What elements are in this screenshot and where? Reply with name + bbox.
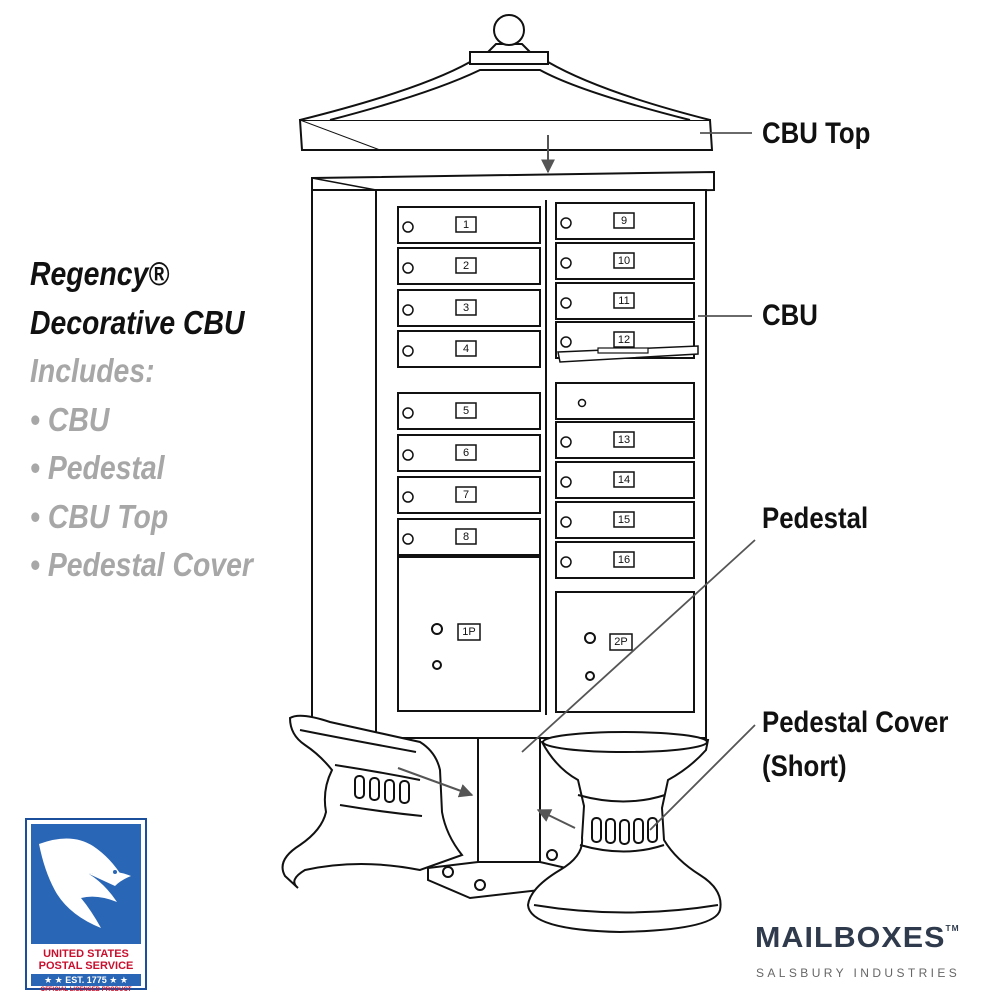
mailbox-door: 16 xyxy=(555,541,695,579)
includes-item: CBU Top xyxy=(30,493,253,542)
callout-pedestal-cover-line1: Pedestal Cover xyxy=(762,706,949,739)
includes-heading: Includes: xyxy=(30,352,155,389)
outgoing-mail-door xyxy=(555,382,695,420)
mailbox-door: 8 xyxy=(397,518,541,556)
door-number: 13 xyxy=(618,434,630,446)
assembly-arrow xyxy=(397,767,474,798)
door-number: 1 xyxy=(463,219,469,231)
callout-pedestal: Pedestal xyxy=(762,502,869,535)
door-number: 11 xyxy=(618,295,629,307)
door-number: 7 xyxy=(463,489,469,501)
usps-line1: UNITED STATES xyxy=(43,948,129,960)
parcel-locker-label: 2P xyxy=(614,636,627,648)
includes-item: CBU xyxy=(30,396,253,445)
brand-name: MAILBOXES xyxy=(755,922,946,954)
includes-item: Pedestal xyxy=(30,444,253,493)
door-number: 12 xyxy=(618,334,630,346)
product-name-line2: Decorative CBU xyxy=(30,303,245,341)
door-number: 10 xyxy=(618,255,630,267)
door-number: 2 xyxy=(463,260,469,272)
cbu-top-roof xyxy=(298,14,714,151)
mailbox-door: 3 xyxy=(397,289,541,327)
usps-line2: POSTAL SERVICE xyxy=(38,960,134,972)
mailbox-door: 12 xyxy=(555,321,699,363)
callout-pedestal-cover: Pedestal Cover (Short) xyxy=(762,706,948,784)
mailbox-door: 15 xyxy=(555,501,695,539)
mailbox-door: 2 xyxy=(397,247,541,285)
mailbox-door: 4 xyxy=(397,330,541,368)
product-name-line1: Regency® xyxy=(30,255,170,292)
callout-cbu: CBU xyxy=(762,299,818,332)
brand-subtitle: SALSBURY INDUSTRIES xyxy=(756,966,961,980)
mailbox-door: 14 xyxy=(555,461,695,499)
parcel-lockers: 1P 2P xyxy=(397,556,695,713)
mailbox-door: 5 xyxy=(397,392,541,430)
mailbox-door: 6 xyxy=(397,434,541,472)
includes-item: Pedestal Cover xyxy=(30,541,253,590)
door-number: 8 xyxy=(463,531,469,543)
brand-tm: TM xyxy=(945,924,960,933)
mailbox-door: 7 xyxy=(397,476,541,514)
eagle-icon xyxy=(31,824,141,944)
pedestal-cover-left xyxy=(281,714,464,889)
mailbox-door: 1 xyxy=(397,206,541,244)
usps-licensed-logo: UNITED STATES POSTAL SERVICE ★ ★ EST. 17… xyxy=(25,818,147,993)
brand-logo: MAILBOXESTM xyxy=(755,922,960,955)
parcel-locker-label: 1P xyxy=(462,626,475,638)
mailbox-door: 9 xyxy=(555,202,695,240)
mailbox-door: 13 xyxy=(555,421,695,459)
door-number: 15 xyxy=(618,514,630,526)
door-number: 3 xyxy=(463,302,469,314)
usps-licensed-text: OFFICIAL LICENSED PRODUCT xyxy=(40,987,132,993)
pedestal-cover-right xyxy=(526,731,722,934)
product-description: Regency® Decorative CBU Includes: CBU Pe… xyxy=(30,250,253,590)
mailbox-door: 11 xyxy=(555,282,695,320)
mailbox-door: 10 xyxy=(555,242,695,280)
callout-pedestal-cover-line2: (Short) xyxy=(762,750,847,783)
door-number: 14 xyxy=(618,474,630,486)
assembly-arrow xyxy=(536,809,576,829)
door-number: 4 xyxy=(463,343,469,355)
door-number: 5 xyxy=(463,405,469,417)
door-number: 9 xyxy=(621,215,627,227)
callout-cbu-top: CBU Top xyxy=(762,117,871,150)
door-number: 6 xyxy=(463,447,469,459)
door-number: 16 xyxy=(618,554,630,566)
usps-est: ★ ★ EST. 1775 ★ ★ xyxy=(31,974,141,986)
callout-leaders xyxy=(521,132,756,831)
